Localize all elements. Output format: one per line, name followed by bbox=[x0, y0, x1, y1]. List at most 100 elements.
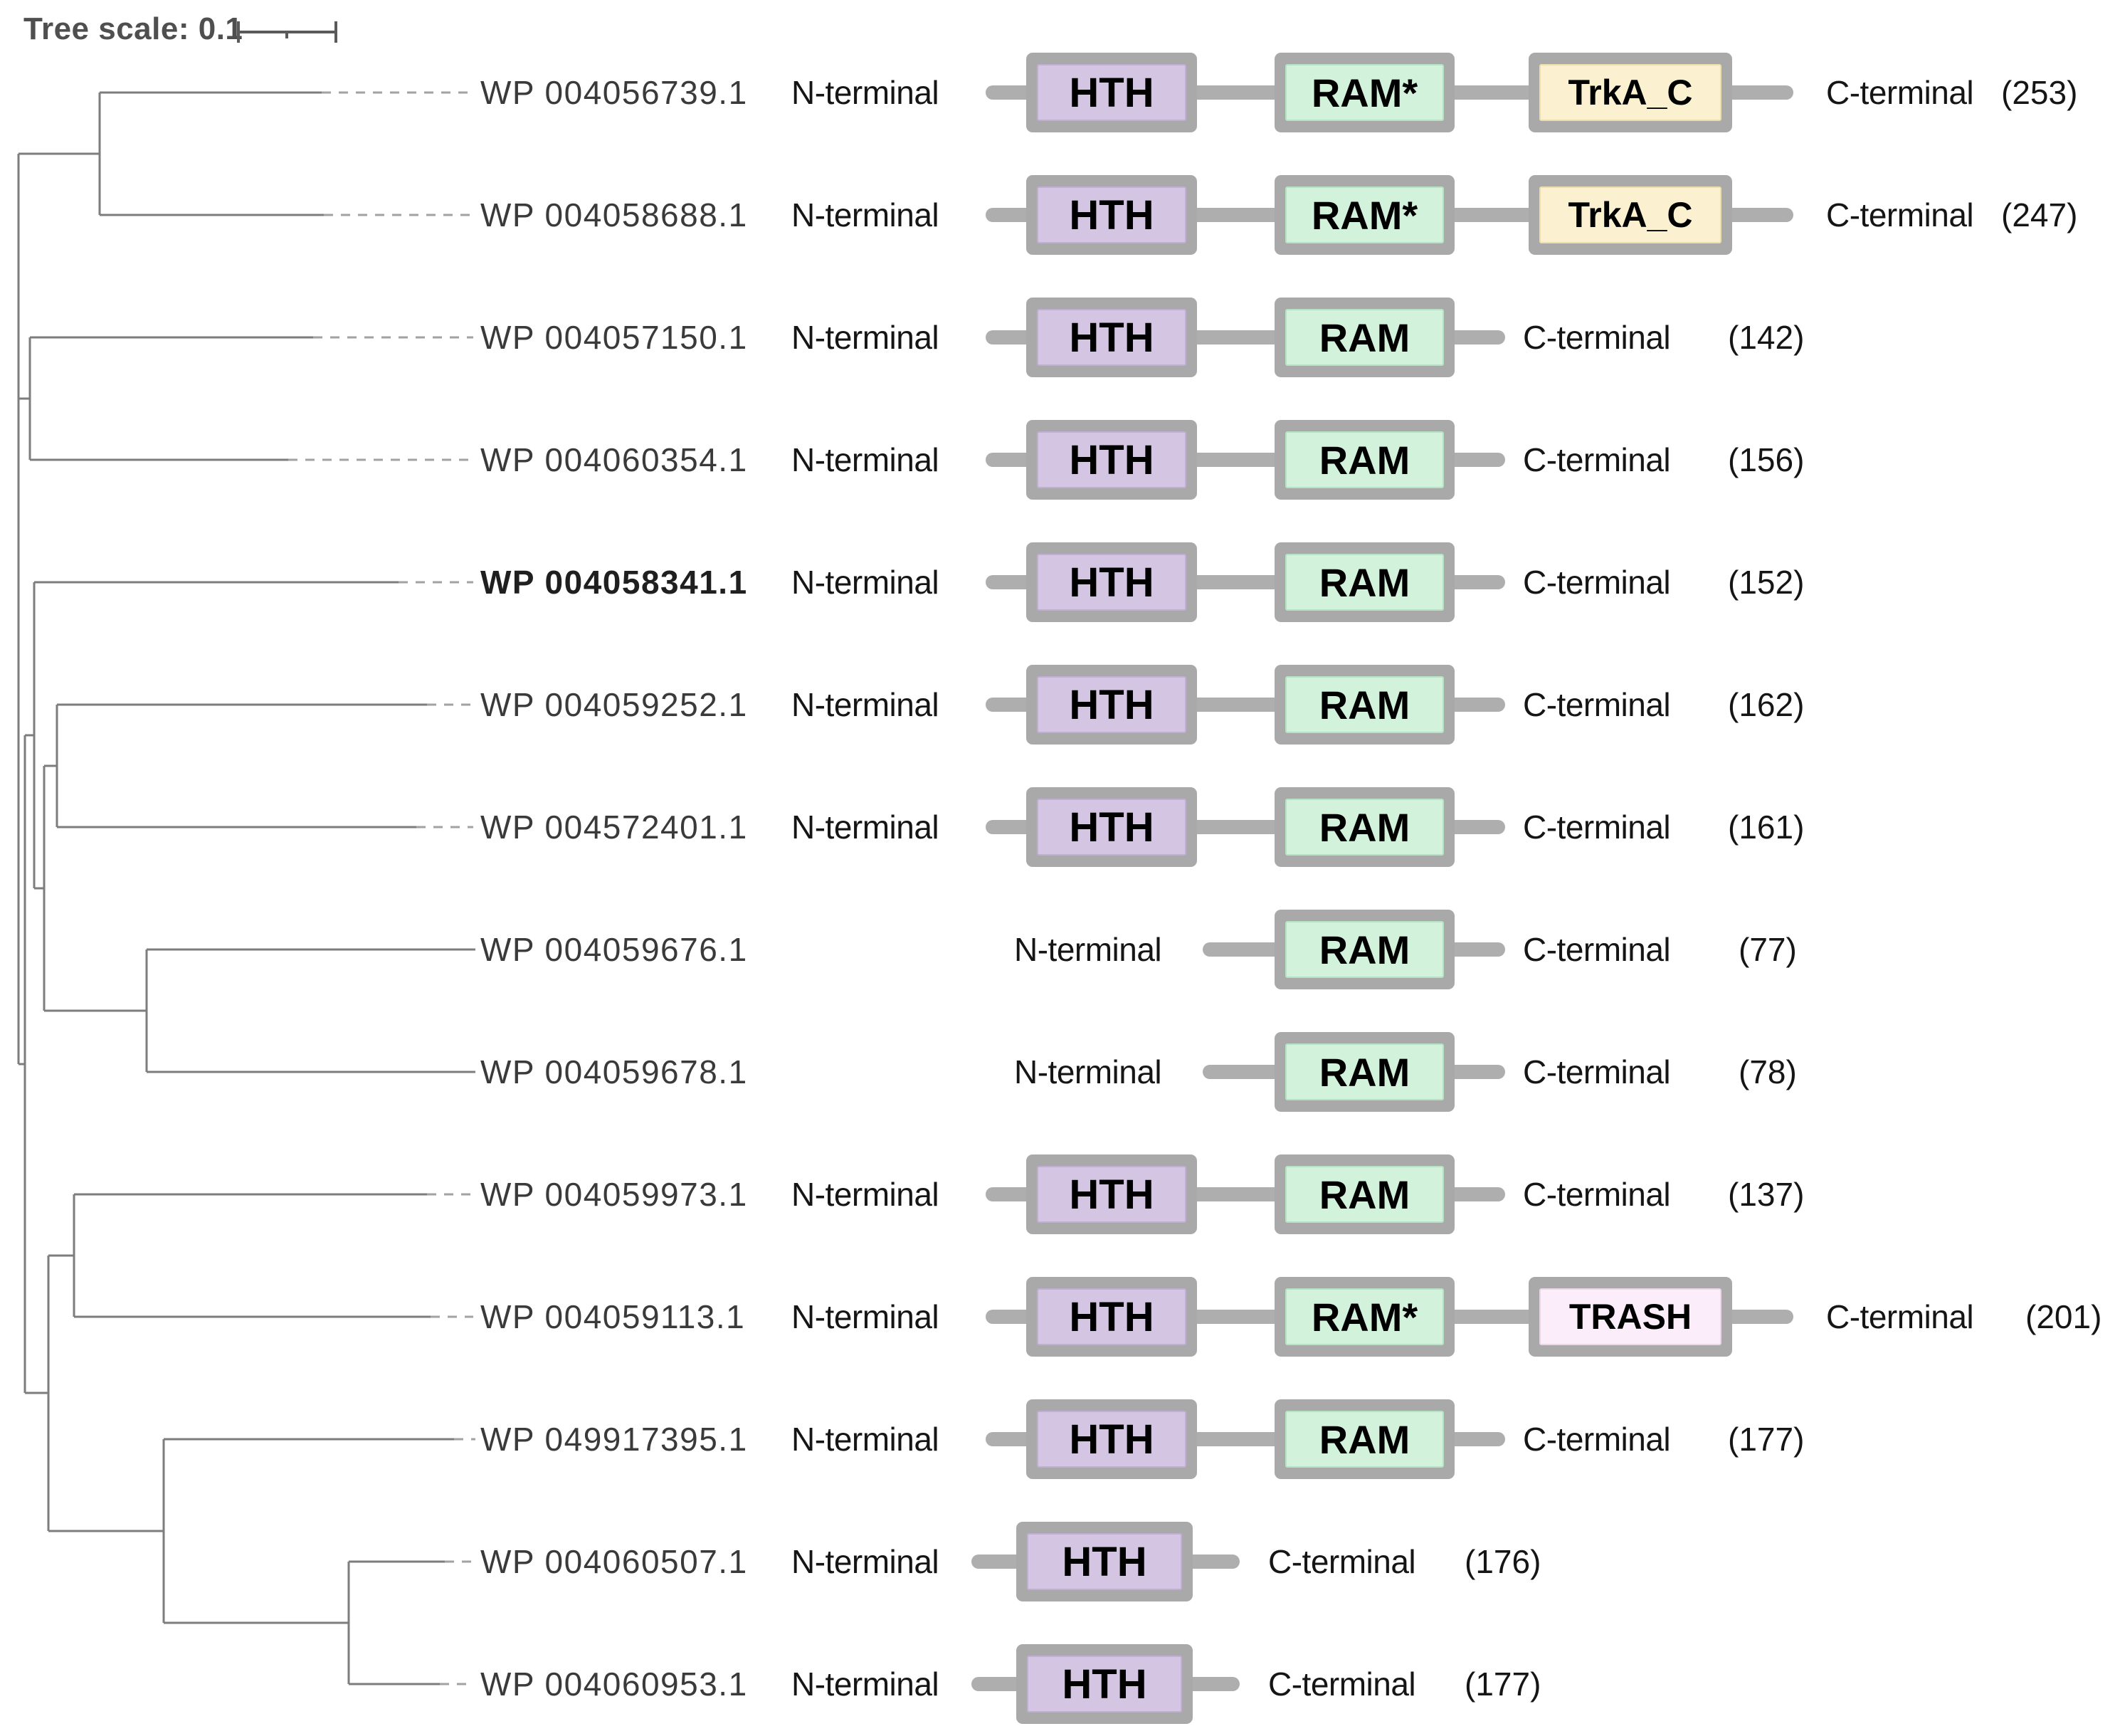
domain-label: RAM bbox=[1319, 682, 1410, 727]
n-terminal-label: N-terminal bbox=[791, 564, 939, 601]
protein-length-value: (156) bbox=[1728, 441, 1805, 478]
leaf-accession-label: WP 049917395.1 bbox=[480, 1421, 748, 1458]
domain-box-ram: RAM* bbox=[1275, 1277, 1455, 1357]
domain-label: RAM* bbox=[1311, 192, 1418, 238]
protein-length-value: (78) bbox=[1739, 1053, 1797, 1090]
domain-label: RAM bbox=[1319, 315, 1410, 360]
leaf-accession-label: WP 004572401.1 bbox=[480, 809, 748, 846]
n-terminal-label: N-terminal bbox=[791, 686, 939, 723]
domain-label: RAM* bbox=[1311, 1294, 1418, 1340]
protein-length-value: (253) bbox=[2001, 74, 2078, 111]
c-terminal-label: C-terminal bbox=[1523, 319, 1671, 356]
domain-label: RAM* bbox=[1311, 70, 1418, 115]
n-terminal-label: N-terminal bbox=[791, 1666, 939, 1703]
leaf-accession-label: WP 004060507.1 bbox=[480, 1543, 748, 1580]
domain-box-ram: RAM bbox=[1275, 1399, 1455, 1479]
domain-box-hth: HTH bbox=[1026, 1154, 1197, 1234]
domain-box-ram: RAM* bbox=[1275, 53, 1455, 132]
domain-box-ram: RAM bbox=[1275, 1154, 1455, 1234]
c-terminal-label: C-terminal bbox=[1826, 1298, 1974, 1335]
n-terminal-label: N-terminal bbox=[791, 441, 939, 478]
domain-fill-hth: HTH bbox=[1037, 676, 1186, 733]
c-terminal-label: C-terminal bbox=[1523, 1421, 1671, 1458]
domain-fill-hth: HTH bbox=[1037, 1166, 1186, 1223]
domain-fill-hth: HTH bbox=[1037, 1411, 1186, 1468]
domain-fill-hth: HTH bbox=[1037, 186, 1186, 243]
n-terminal-label: N-terminal bbox=[791, 196, 939, 233]
domain-fill-hth: HTH bbox=[1037, 64, 1186, 121]
domain-box-ram: RAM bbox=[1275, 1032, 1455, 1112]
domain-label: RAM bbox=[1319, 1049, 1410, 1095]
n-terminal-label: N-terminal bbox=[791, 1421, 939, 1458]
protein-length-value: (142) bbox=[1728, 319, 1805, 356]
domain-fill-hth: HTH bbox=[1037, 1288, 1186, 1345]
domain-fill-trash: TRASH bbox=[1539, 1288, 1721, 1345]
domain-label: HTH bbox=[1069, 191, 1154, 238]
n-terminal-label: N-terminal bbox=[791, 1543, 939, 1580]
domain-box-hth: HTH bbox=[1026, 542, 1197, 622]
domain-fill-ram: RAM bbox=[1285, 554, 1444, 611]
domain-box-hth: HTH bbox=[1026, 665, 1197, 745]
c-terminal-label: C-terminal bbox=[1523, 931, 1671, 968]
domain-label: RAM bbox=[1319, 1416, 1410, 1462]
leaf-accession-label: WP 004056739.1 bbox=[480, 74, 748, 111]
leaf-accession-label: WP 004060953.1 bbox=[480, 1666, 748, 1703]
protein-length-value: (161) bbox=[1728, 809, 1805, 846]
domain-label: TRASH bbox=[1568, 1297, 1692, 1337]
domain-box-hth: HTH bbox=[1026, 298, 1197, 377]
domain-fill-hth: HTH bbox=[1037, 431, 1186, 488]
c-terminal-label: C-terminal bbox=[1523, 441, 1671, 478]
leaf-accession-label: WP 004059676.1 bbox=[480, 931, 748, 968]
domain-box-hth: HTH bbox=[1026, 420, 1197, 500]
domain-fill-ram: RAM bbox=[1285, 799, 1444, 856]
domain-fill-hth: HTH bbox=[1037, 309, 1186, 366]
domain-box-hth: HTH bbox=[1016, 1522, 1193, 1601]
domain-box-ram: RAM bbox=[1275, 910, 1455, 989]
protein-length-value: (176) bbox=[1465, 1543, 1541, 1580]
c-terminal-label: C-terminal bbox=[1826, 74, 1974, 111]
n-terminal-label: N-terminal bbox=[1014, 931, 1162, 968]
domain-fill-hth: HTH bbox=[1027, 1656, 1182, 1713]
domain-box-ram: RAM bbox=[1275, 298, 1455, 377]
domain-box-ram: RAM bbox=[1275, 665, 1455, 745]
domain-box-hth: HTH bbox=[1026, 1277, 1197, 1357]
c-terminal-label: C-terminal bbox=[1826, 196, 1974, 233]
domain-label: HTH bbox=[1069, 804, 1154, 851]
domain-fill-ram: RAM* bbox=[1285, 186, 1444, 243]
domain-label: HTH bbox=[1069, 314, 1154, 361]
domain-label: RAM bbox=[1319, 804, 1410, 850]
domain-fill-ram: RAM* bbox=[1285, 64, 1444, 121]
n-terminal-label: N-terminal bbox=[791, 809, 939, 846]
domain-label: RAM bbox=[1319, 559, 1410, 605]
leaf-accession-label: WP 004060354.1 bbox=[480, 441, 748, 478]
domain-label: HTH bbox=[1069, 559, 1154, 606]
domain-fill-hth: HTH bbox=[1037, 799, 1186, 856]
domain-fill-ram: RAM bbox=[1285, 1411, 1444, 1468]
domain-box-ram: RAM* bbox=[1275, 175, 1455, 255]
domain-box-trash: TRASH bbox=[1529, 1277, 1732, 1357]
domain-label: HTH bbox=[1069, 436, 1154, 483]
c-terminal-label: C-terminal bbox=[1268, 1543, 1416, 1580]
leaf-accession-label: WP 004059973.1 bbox=[480, 1176, 748, 1213]
domain-label: RAM bbox=[1319, 1172, 1410, 1217]
c-terminal-label: C-terminal bbox=[1523, 564, 1671, 601]
c-terminal-label: C-terminal bbox=[1523, 1176, 1671, 1213]
domain-fill-ram: RAM bbox=[1285, 1043, 1444, 1100]
leaf-accession-label: WP 004058341.1 bbox=[480, 564, 748, 601]
domain-fill-ram: RAM bbox=[1285, 309, 1444, 366]
leaf-accession-label: WP 004059678.1 bbox=[480, 1053, 748, 1090]
domain-box-hth: HTH bbox=[1026, 1399, 1197, 1479]
domain-label: HTH bbox=[1062, 1661, 1147, 1708]
domain-fill-hth: HTH bbox=[1037, 554, 1186, 611]
domain-label: TrkA_C bbox=[1568, 195, 1693, 235]
protein-length-value: (201) bbox=[2025, 1298, 2102, 1335]
protein-length-value: (137) bbox=[1728, 1176, 1805, 1213]
protein-length-value: (162) bbox=[1728, 686, 1805, 723]
domain-fill-trka_c: TrkA_C bbox=[1539, 186, 1721, 243]
domain-label: HTH bbox=[1069, 69, 1154, 116]
domain-fill-ram: RAM bbox=[1285, 1166, 1444, 1223]
domain-fill-ram: RAM bbox=[1285, 921, 1444, 978]
domain-box-ram: RAM bbox=[1275, 542, 1455, 622]
leaf-accession-label: WP 004058688.1 bbox=[480, 196, 748, 233]
